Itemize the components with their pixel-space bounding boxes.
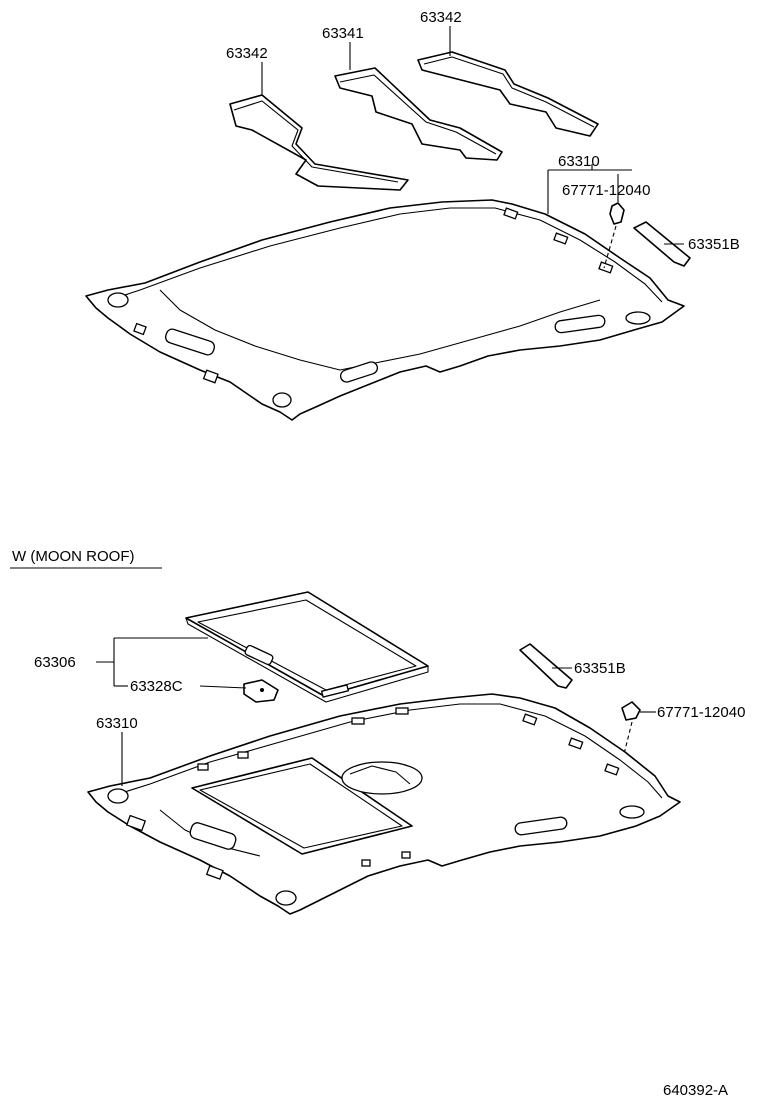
label-pad-left: 63342 — [226, 45, 268, 62]
label-pad-right: 63342 — [420, 9, 462, 26]
silencer-pad-center — [334, 67, 503, 161]
label-visor-holder-bottom: 63351B — [574, 660, 626, 677]
label-sunshade-assy: 63306 — [34, 654, 76, 671]
top-section: 63342 63341 63342 63310 67771-12040 6335… — [85, 9, 740, 421]
moonroof-section: W (MOON ROOF) — [10, 548, 745, 915]
moonroof-title: W (MOON ROOF) — [12, 548, 134, 565]
label-clip-bottom: 67771-12040 — [657, 704, 745, 721]
sunshade-knob — [243, 679, 279, 703]
silencer-pad-right — [417, 51, 599, 137]
label-visor-holder-top: 63351B — [688, 236, 740, 253]
leader-lines-top — [261, 26, 684, 245]
clip-bottom — [619, 701, 641, 771]
label-headlining-bottom: 63310 — [96, 715, 138, 732]
headlining-top — [85, 199, 685, 421]
label-pad-center: 63341 — [322, 25, 364, 42]
headlining-bottom — [87, 693, 681, 915]
clip-top — [603, 202, 625, 269]
sunshade-assy — [185, 591, 429, 703]
visor-holder-bottom — [519, 643, 573, 689]
visor-holder-top — [633, 221, 691, 267]
silencer-pad-left — [229, 94, 409, 191]
label-sunshade-knob: 63328C — [130, 678, 183, 695]
leader-lines-bottom — [96, 637, 656, 786]
diagram-code: 640392-A — [663, 1082, 728, 1099]
label-headlining-top: 63310 — [558, 153, 600, 170]
label-clip-top: 67771-12040 — [562, 182, 650, 199]
